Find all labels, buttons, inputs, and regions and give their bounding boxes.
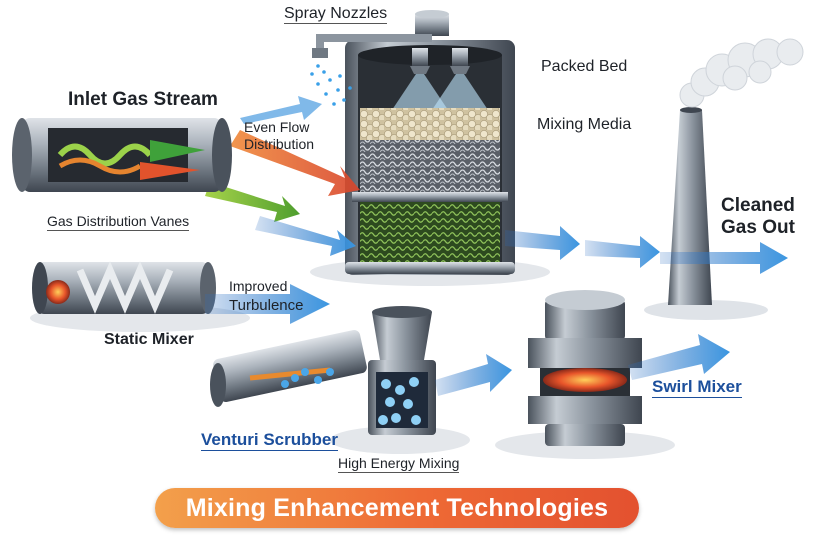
title-banner: Mixing Enhancement Technologies: [155, 488, 639, 528]
outside-spray: [310, 64, 352, 106]
static-mixer: [30, 261, 330, 332]
banner-title: Mixing Enhancement Technologies: [185, 493, 609, 522]
venturi-scrubber-label: Venturi Scrubber: [201, 430, 338, 451]
packed-bed-text: Packed Bed: [541, 58, 628, 75]
swirl-mixer: [495, 290, 730, 459]
improved-turbulence-line1: Improved: [229, 278, 288, 294]
swirl-mixer-text: Swirl Mixer: [652, 377, 742, 398]
static-mixer-text: Static Mixer: [104, 331, 194, 348]
inlet-gas-stream-label: Inlet Gas Stream: [68, 89, 218, 111]
gas-distribution-vanes-text: Gas Distribution Vanes: [47, 213, 190, 231]
mixing-media-text: Mixing Media: [537, 116, 632, 133]
cleaned-gas-line1: Cleaned: [721, 195, 795, 216]
spray-nozzles-text: Spray Nozzles: [284, 5, 388, 24]
gas-distribution-vanes-label: Gas Distribution Vanes: [47, 213, 190, 231]
static-mixer-label: Static Mixer: [104, 331, 194, 349]
inlet-gas-stream-text: Inlet Gas Stream: [68, 89, 218, 110]
smokestack: [644, 38, 804, 320]
venturi-scrubber-text: Venturi Scrubber: [201, 430, 338, 451]
cleaned-gas-line2: Gas Out: [721, 217, 795, 238]
swirl-mixer-label: Swirl Mixer: [652, 377, 742, 398]
packed-bed-label: Packed Bed: [541, 58, 627, 76]
improved-turbulence-label: Improved Turbulence: [229, 277, 304, 315]
inlet-pipe: [12, 118, 232, 192]
flow-arrows: [205, 96, 788, 274]
high-energy-mixing-label: High Energy Mixing: [338, 455, 460, 473]
spray-nozzles-label: Spray Nozzles: [284, 5, 388, 24]
nozzle-heads: [410, 48, 470, 74]
smoke-plume: [679, 38, 804, 108]
even-flow-distribution-label: Even Flow Distribution: [244, 119, 314, 153]
even-flow-line1: Even Flow: [244, 119, 310, 135]
cleaned-gas-out-label: Cleaned Gas Out: [721, 195, 795, 239]
spray-mist: [392, 68, 488, 110]
venturi-scrubber: [210, 306, 512, 454]
high-energy-mixing-text: High Energy Mixing: [338, 455, 460, 473]
improved-turbulence-line2: Turbulence: [229, 297, 304, 314]
even-flow-line2: Distribution: [244, 136, 315, 152]
packed-tower: [310, 10, 550, 286]
mixing-media-label: Mixing Media: [537, 116, 631, 134]
